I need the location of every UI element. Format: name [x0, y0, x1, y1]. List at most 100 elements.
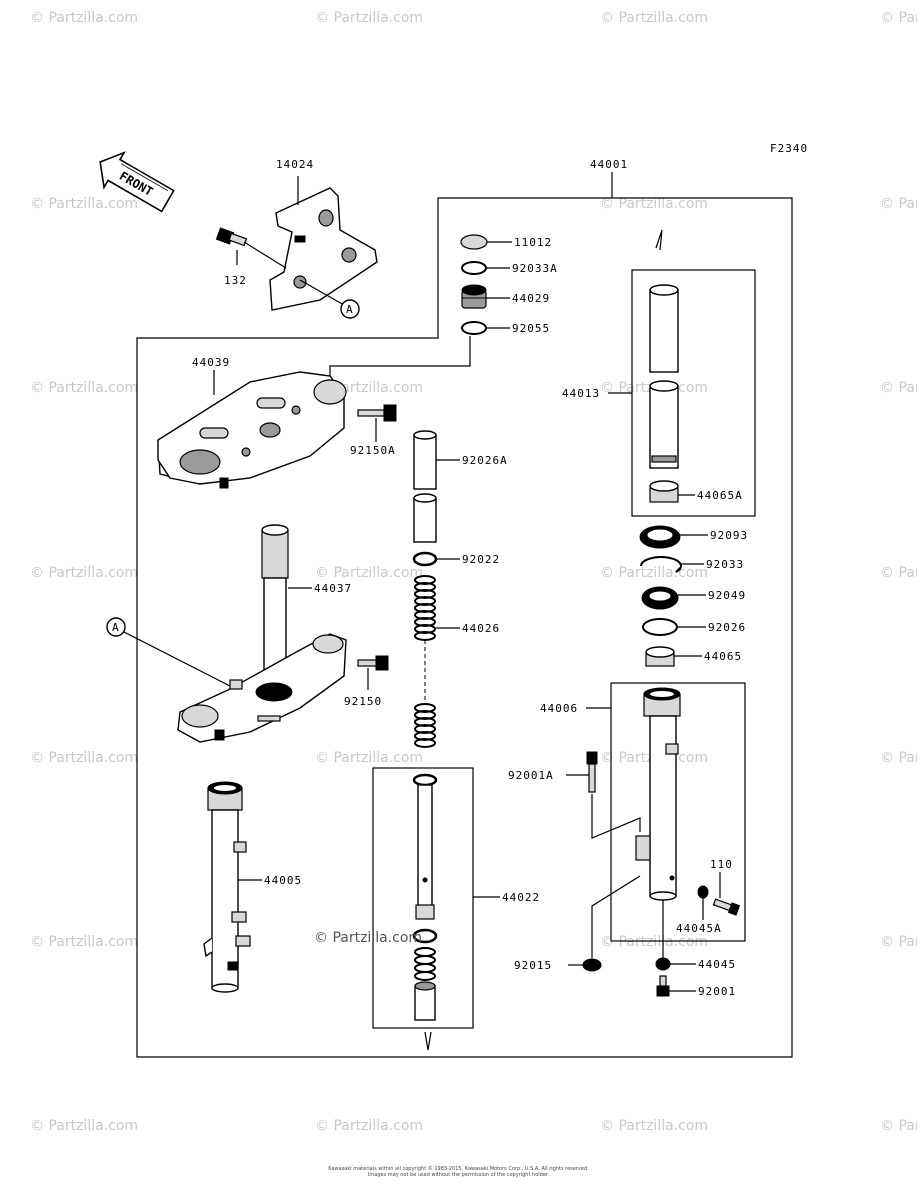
part-44029 [461, 284, 487, 309]
part-92033a [461, 261, 487, 275]
part-44022 [412, 773, 438, 1021]
watermark: © Partzilla.com [880, 196, 917, 212]
part-92055 [461, 321, 487, 335]
watermark: © Partzilla.com [30, 10, 138, 26]
part-132-label: 132 [224, 274, 247, 287]
spring-coil [414, 738, 436, 748]
watermark: © Partzilla.com [30, 380, 138, 396]
part-44039-label: 44039 [192, 356, 230, 369]
spring-coil [414, 947, 436, 957]
part-92001 [656, 975, 670, 997]
part-11012-label: 11012 [514, 236, 552, 249]
part-92026a-label: 92026A [462, 454, 508, 467]
copyright-line-2: Images may not be used without the permi… [367, 1172, 550, 1178]
part-14024 [269, 187, 378, 311]
part-92022 [412, 551, 438, 567]
watermark: © Partzilla.com [880, 565, 917, 581]
part-44001-label: 44001 [590, 158, 628, 171]
part-92033a-label: 92033A [512, 262, 558, 275]
watermark: © Partzilla.com [880, 1118, 917, 1134]
assembly-frame [136, 197, 793, 1058]
ref-a-circle [340, 299, 360, 319]
part-44065 [645, 646, 675, 667]
part-92055-label: 92055 [512, 322, 550, 335]
part-92026 [642, 618, 678, 636]
watermark: © Partzilla.com [880, 934, 917, 950]
part-44013 [649, 284, 679, 469]
ref-a-circle-lower [106, 617, 126, 637]
front-arrow-icon: FRONT [99, 151, 175, 213]
part-92015 [582, 958, 602, 972]
part-44039 [157, 371, 347, 489]
part-92026-label: 92026 [708, 621, 746, 634]
part-44022-label: 44022 [502, 891, 540, 904]
part-92026a [413, 430, 437, 543]
part-44065-label: 44065 [704, 650, 742, 663]
spring-coil [414, 963, 436, 973]
part-92093 [639, 525, 681, 549]
spring-coil [414, 971, 436, 981]
part-44045a [697, 885, 709, 899]
part-92093-label: 92093 [710, 529, 748, 542]
watermark: © Partzilla.com [30, 750, 138, 766]
part-44013-label: 44013 [562, 387, 600, 400]
leader-92001a-to-fork [591, 794, 641, 839]
watermark: © Partzilla.com [315, 750, 423, 766]
part-92150 [357, 655, 389, 671]
part-92049 [641, 586, 679, 610]
group-44006-frame [610, 682, 746, 942]
watermark: © Partzilla.com [30, 1118, 138, 1134]
part-44065a [649, 480, 679, 503]
part-92022-label: 92022 [462, 553, 500, 566]
center-watermark: © Partzilla.com [314, 930, 422, 946]
leader-132-b [243, 241, 287, 269]
part-132 [215, 227, 248, 247]
part-44045-label: 44045 [698, 958, 736, 971]
leader-ref-a [299, 279, 345, 306]
watermark: © Partzilla.com [30, 934, 138, 950]
part-44026-label: 44026 [462, 622, 500, 635]
part-92001-label: 92001 [698, 985, 736, 998]
watermark: © Partzilla.com [880, 380, 917, 396]
part-92150a-label: 92150A [350, 444, 396, 457]
watermark: © Partzilla.com [880, 750, 917, 766]
group-44022-frame [372, 767, 474, 1029]
watermark: © Partzilla.com [880, 10, 917, 26]
watermark: © Partzilla.com [315, 10, 423, 26]
watermark: © Partzilla.com [600, 1118, 708, 1134]
part-44037 [177, 524, 347, 743]
watermark: © Partzilla.com [600, 565, 708, 581]
copyright-line-1: Kawasaki materials within all copyright … [328, 1166, 589, 1172]
arrow-up-icon [655, 229, 663, 251]
part-92049-label: 92049 [708, 589, 746, 602]
watermark: © Partzilla.com [315, 1118, 423, 1134]
part-92150-label: 92150 [344, 695, 382, 708]
leader-92015-chain [591, 875, 641, 958]
leader-ref-a-lower [123, 631, 231, 687]
copyright-footer: Kawasaki materials within all copyright … [0, 1166, 917, 1178]
part-44045 [655, 957, 671, 971]
part-110 [712, 898, 741, 916]
arrow-down-icon [424, 1031, 432, 1051]
watermark: © Partzilla.com [315, 565, 423, 581]
part-92001a-label: 92001A [508, 769, 554, 782]
part-110-label: 110 [710, 858, 733, 871]
watermark: © Partzilla.com [30, 565, 138, 581]
part-44029-label: 44029 [512, 292, 550, 305]
spring-coil [414, 955, 436, 965]
watermark: © Partzilla.com [600, 934, 708, 950]
part-44045a-label: 44045A [676, 922, 722, 935]
part-92015-label: 92015 [514, 959, 552, 972]
part-44005-label: 44005 [264, 874, 302, 887]
watermark: © Partzilla.com [600, 196, 708, 212]
leader-92055-to-clamp [329, 336, 471, 380]
part-11012 [460, 234, 488, 250]
watermark: © Partzilla.com [600, 10, 708, 26]
part-92001a [586, 751, 598, 793]
part-92033 [640, 556, 682, 573]
part-44065a-label: 44065A [697, 489, 743, 502]
ref-a-label-lower: A [112, 621, 120, 634]
part-44006-label: 44006 [540, 702, 578, 715]
part-44005 [203, 781, 251, 993]
